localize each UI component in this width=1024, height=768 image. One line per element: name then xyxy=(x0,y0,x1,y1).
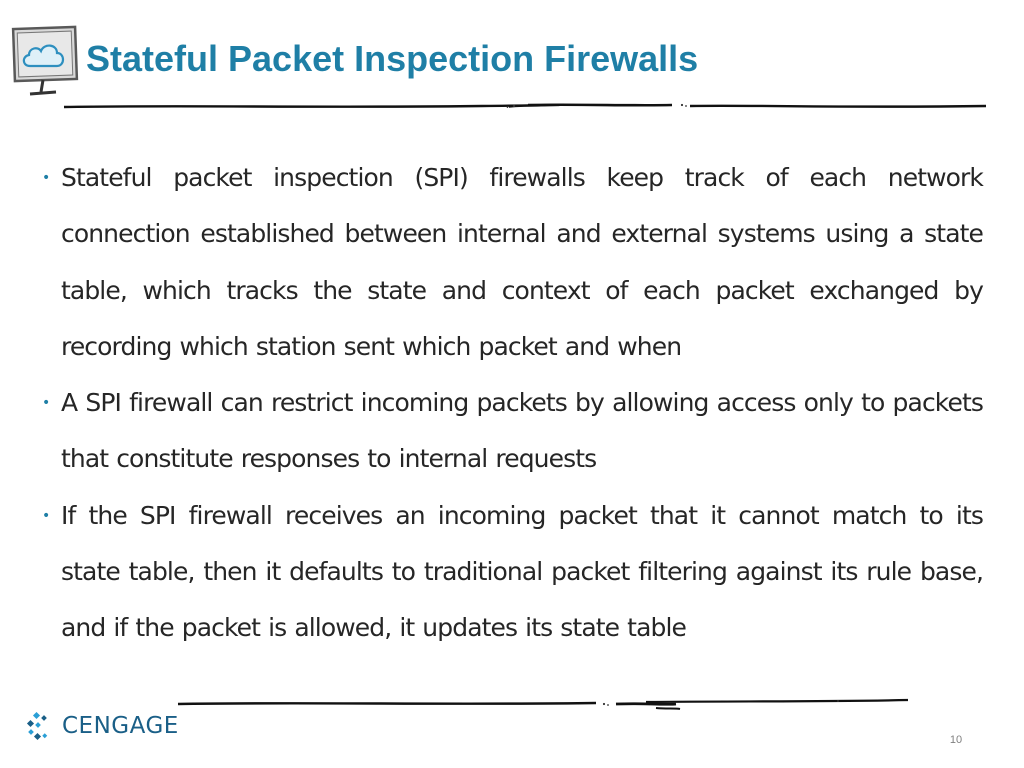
bullet-text: A SPI firewall can restrict incoming pac… xyxy=(61,388,984,474)
cengage-logo-icon xyxy=(26,711,48,741)
cengage-logo-text: CENGAGE xyxy=(62,713,179,739)
page-title: Stateful Packet Inspection Firewalls xyxy=(86,38,699,79)
title-divider xyxy=(63,103,987,109)
bullet-icon: • xyxy=(42,395,50,412)
bullet-icon: • xyxy=(42,170,50,186)
bullet-icon: • xyxy=(42,507,50,524)
cloud-monitor-icon xyxy=(11,25,79,96)
bullet-text: Stateful packet inspection (SPI) firewal… xyxy=(61,163,984,361)
cengage-logo: CENGAGE xyxy=(26,708,196,744)
bullet-item: • If the SPI firewall receives an incomi… xyxy=(42,488,984,657)
bullet-item: • Stateful packet inspection (SPI) firew… xyxy=(42,150,984,375)
page-number: 10 xyxy=(949,734,963,746)
footer-divider xyxy=(177,698,909,710)
bullet-list: • Stateful packet inspection (SPI) firew… xyxy=(42,150,984,657)
bullet-text: If the SPI firewall receives an incoming… xyxy=(61,500,984,643)
bullet-item: • A SPI firewall can restrict incoming p… xyxy=(42,375,984,488)
